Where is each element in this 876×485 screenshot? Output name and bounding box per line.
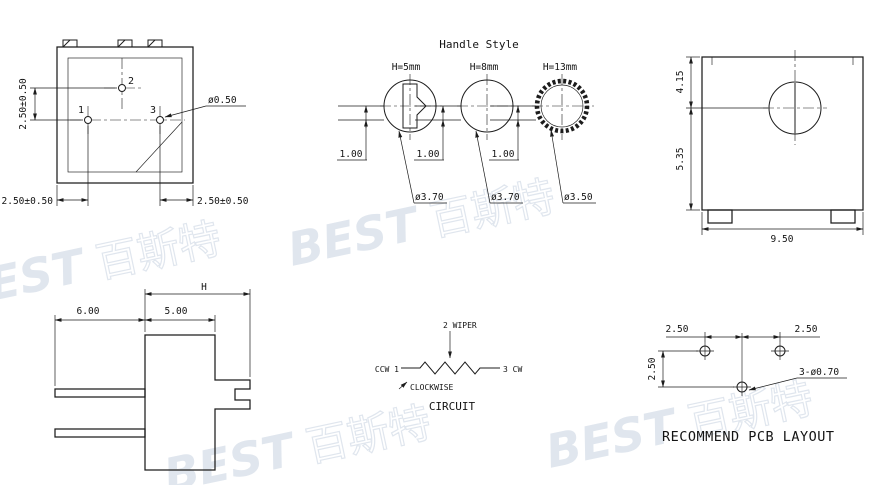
mount-tab [147, 39, 163, 48]
inner-outline [67, 57, 183, 173]
ccw-terminal-label: CCW 1 [375, 365, 399, 374]
side-view-dimensions: 4.15 5.35 9.50 [675, 56, 864, 245]
pin-pitch-vertical-dimension: 2.50±0.50 [18, 78, 29, 130]
watermark-text: BEST百斯特 [541, 370, 817, 479]
handle-circle [540, 84, 584, 128]
handle-diameter-label: ø3.70 [491, 192, 520, 203]
handle-diameter-label: ø3.70 [415, 192, 444, 203]
pcb-layout-title: RECOMMEND PCB LAYOUT [662, 429, 835, 445]
pad-pitch-right-dimension: 2.50 [795, 324, 818, 335]
watermark-text: BEST百斯特 [159, 394, 435, 485]
side-view: 4.15 5.35 9.50 [675, 50, 864, 245]
edge-to-pin-left-dimension: 2.50±0.50 [2, 196, 54, 207]
lead-pin [54, 388, 146, 398]
pin-length-dimension: 6.00 [77, 306, 100, 317]
top-view-body [56, 39, 194, 184]
hole-count-diameter-label: 3-ø0.70 [799, 367, 839, 378]
handle-variant-5mm: H=5mm 1.00 ø3.70 [337, 62, 447, 204]
pad-pitch-left-dimension: 2.50 [666, 324, 689, 335]
pad-pitch-vertical-dimension: 2.50 [647, 357, 658, 380]
pin-3-label: 3 [150, 105, 156, 116]
wiper-terminal-label: 2 WIPER [443, 321, 477, 330]
lead-pin [54, 428, 146, 438]
handle-style-title: Handle Style [439, 38, 518, 51]
mount-tab [62, 39, 78, 48]
handle-diameter-label: ø3.50 [564, 192, 593, 203]
slot-offset-dimension: 1.00 [492, 149, 515, 160]
top-view-dimensions: 2.50±0.50 2.50±0.50 2.50±0.50 [2, 78, 249, 207]
chamfer-line [135, 121, 183, 173]
watermark-text: BEST百斯特 [283, 168, 559, 277]
watermark-text: BEST百斯特 [0, 210, 225, 319]
top-to-center-dimension: 4.15 [675, 71, 686, 94]
edge-to-pin-right-dimension: 2.50±0.50 [197, 196, 249, 207]
body-depth-dimension: 5.00 [165, 306, 188, 317]
body-outline [701, 56, 864, 211]
mount-tab [117, 39, 133, 48]
body-outline [144, 334, 251, 471]
pin-3-hole [156, 116, 164, 124]
circuit-title: CIRCUIT [429, 400, 476, 413]
slot-shape [402, 83, 427, 129]
knurled-edge [534, 78, 590, 134]
slot-offset-dimension: 1.00 [417, 149, 440, 160]
pin-2-hole [118, 84, 126, 92]
pin-1-label: 1 [78, 105, 84, 116]
hole-diameter-label: ø0.50 [208, 95, 237, 106]
standoff-foot [707, 209, 733, 224]
pcb-layout: 2.50 2.50 2.50 3-ø0.70 RECOMMEND PCB LAY… [647, 324, 847, 445]
pcb-pads [696, 333, 789, 396]
resistor-symbol [401, 361, 500, 375]
rotation-arrow [398, 381, 408, 390]
handle-height-label: H=5mm [392, 62, 421, 73]
handle-variant-13mm: H=13mm 1.00 ø3.50 [489, 62, 596, 204]
front-view-dimensions: H 6.00 5.00 [54, 282, 251, 386]
handle-height-label: H=13mm [543, 62, 578, 73]
handle-height-label: H=8mm [470, 62, 499, 73]
pin-2-label: 2 [128, 76, 134, 87]
slot-offset-dimension: 1.00 [340, 149, 363, 160]
standoff-foot [830, 209, 856, 224]
circuit-diagram: 2 WIPER CCW 1 3 CW CLOCKWISE CIRCUIT [375, 321, 523, 413]
pin-1-hole [84, 116, 92, 124]
pcb-dimensions: 2.50 2.50 2.50 3-ø0.70 [647, 324, 847, 391]
cw-terminal-label: 3 CW [503, 365, 522, 374]
front-view: H 6.00 5.00 [54, 282, 251, 471]
handle-style: Handle Style H=5mm 1.00 ø3.70 H=8mm [337, 38, 596, 204]
top-view: 2 1 3 ø0.50 2.50±0.50 2.50±0.50 2.50±0.5… [2, 39, 249, 207]
center-to-bottom-dimension: 5.35 [675, 148, 686, 171]
rotation-direction-label: CLOCKWISE [410, 383, 454, 392]
hole-diameter-callout: ø0.50 [164, 95, 246, 118]
body-width-dimension: 9.50 [771, 234, 794, 245]
handle-height-dimension: H [201, 282, 207, 293]
